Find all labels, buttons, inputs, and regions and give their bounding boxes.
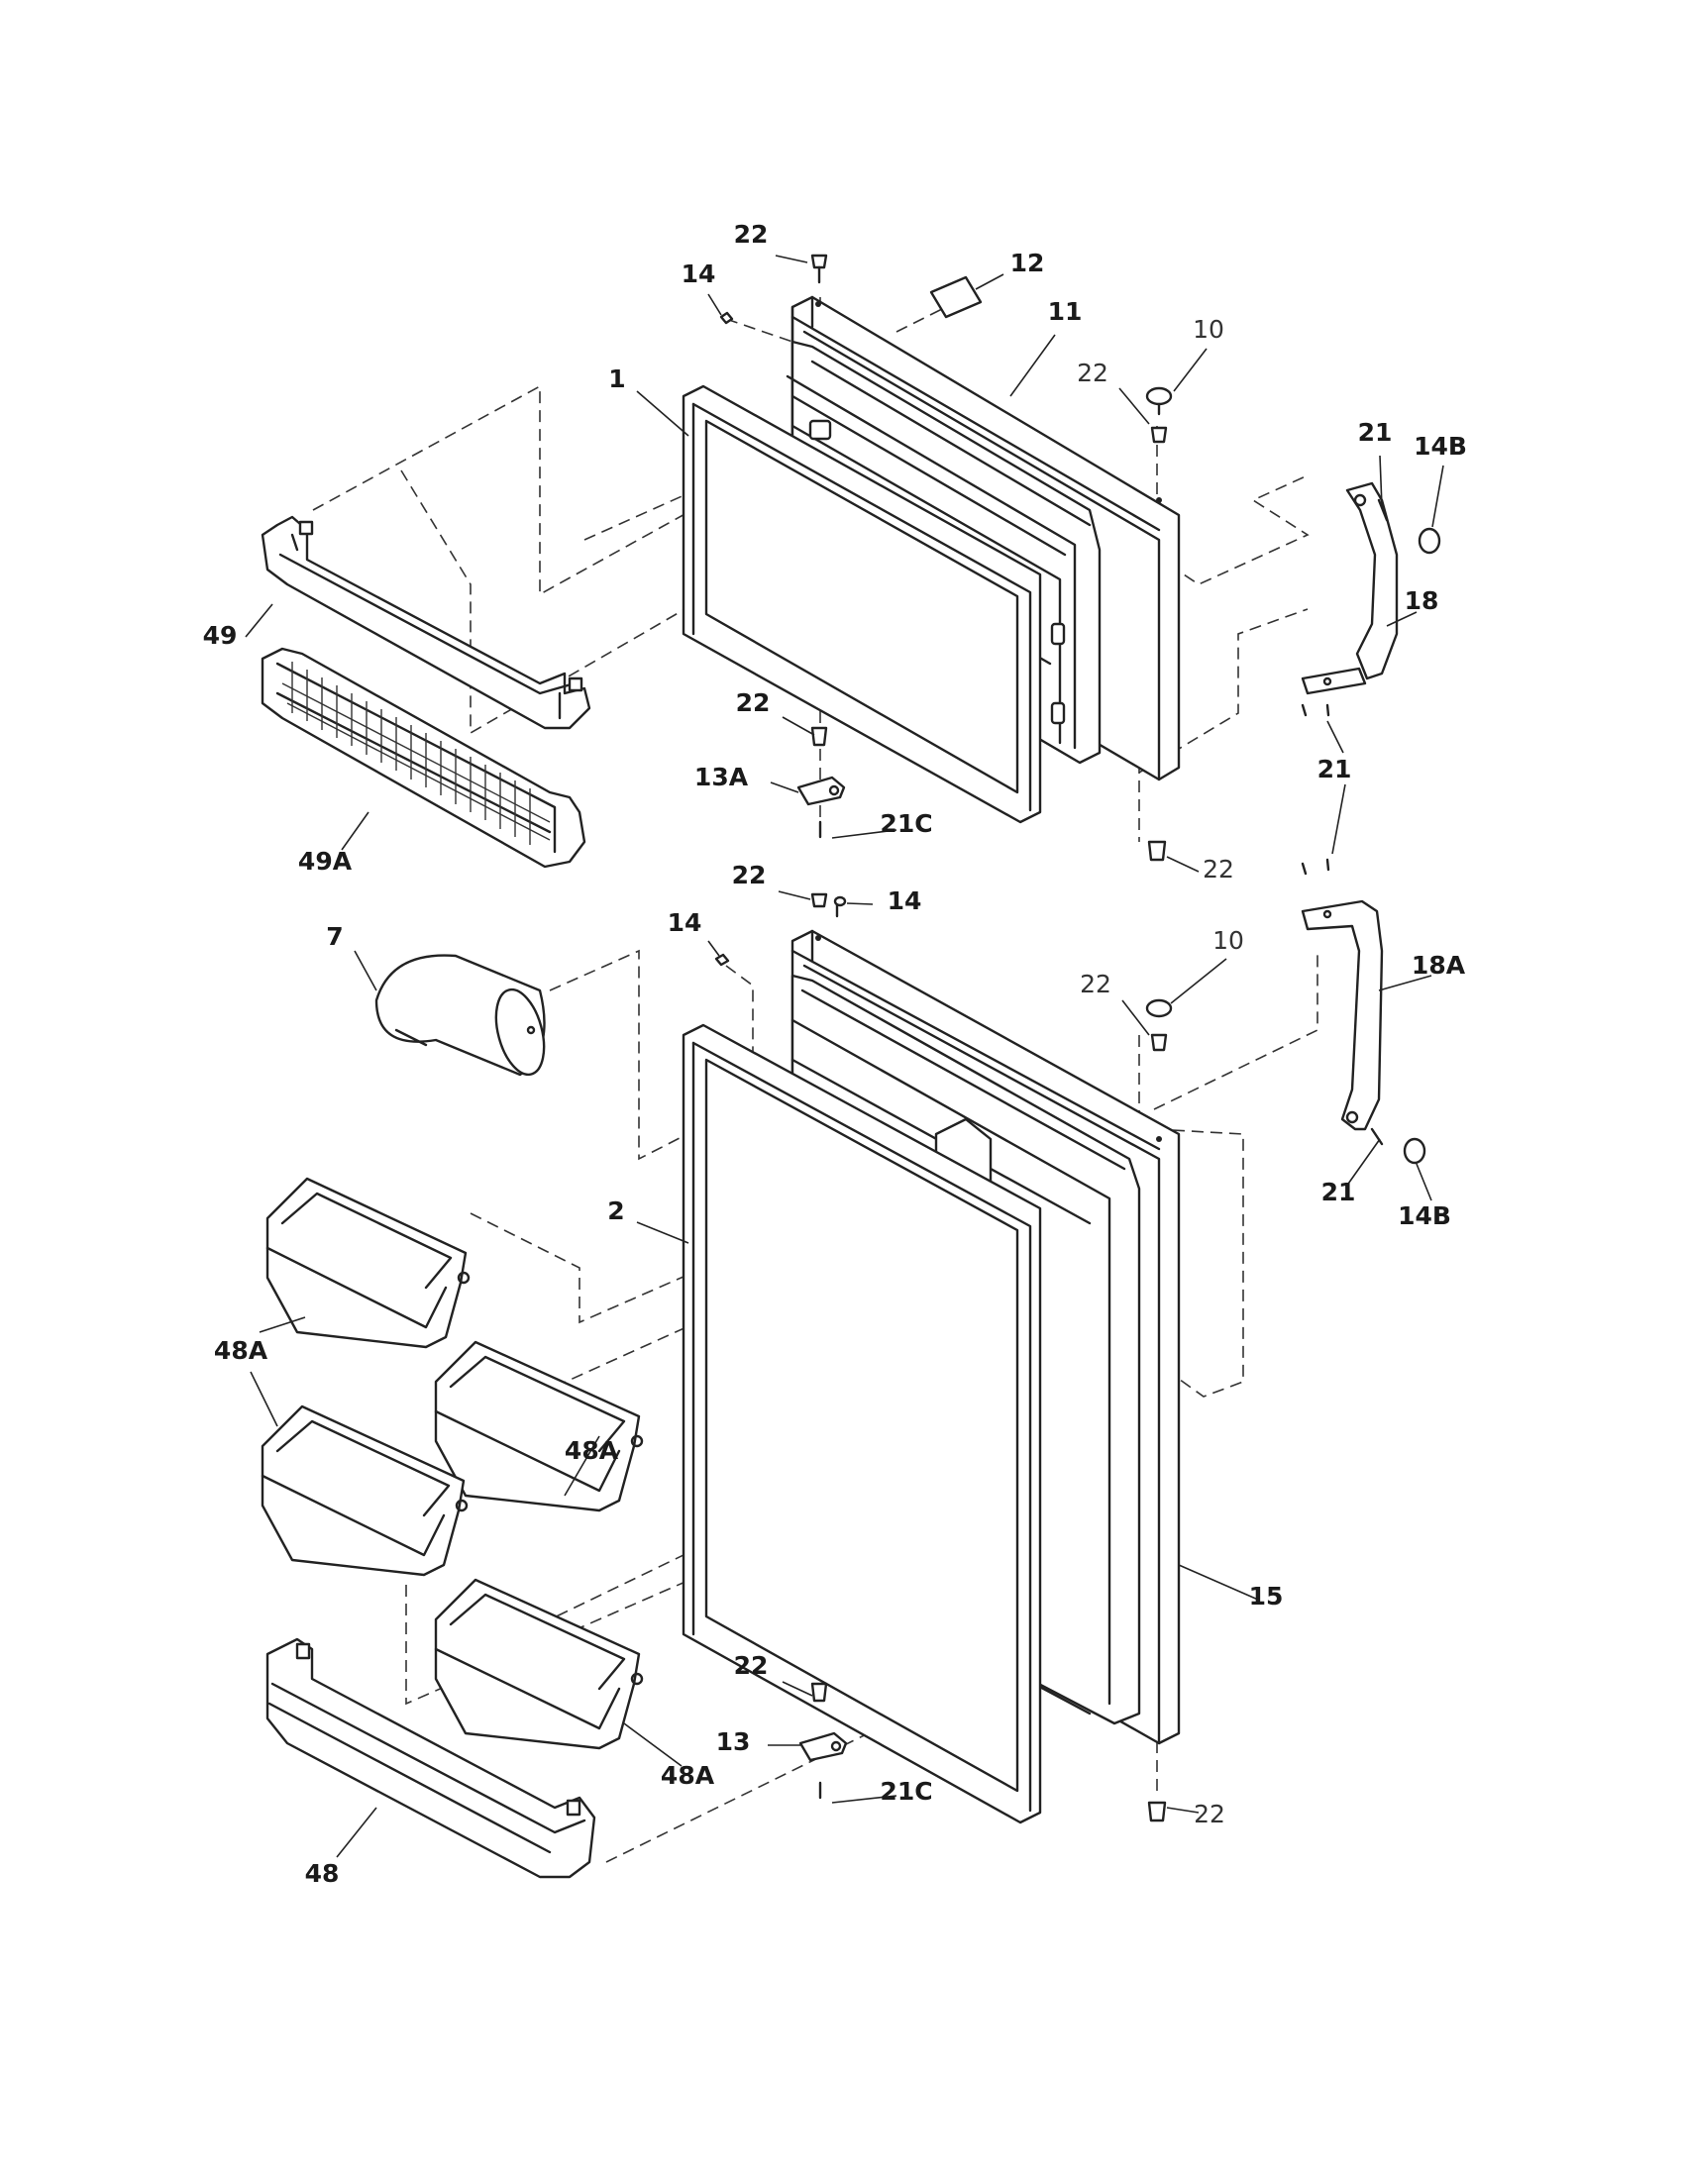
bottom-handle [1301,858,1426,1165]
bottom-fasteners [714,892,1173,1822]
callout-18: 18 [1405,586,1439,615]
dairy-cylinder-7 [374,954,546,1077]
callout-14: 14 [668,908,702,937]
callout-22: 22 [734,1651,769,1680]
callout-22: 22 [1080,970,1111,998]
callout-2: 2 [607,1196,624,1225]
callout-21: 21 [1321,1178,1356,1206]
top-handle [1301,481,1441,717]
callout-22: 22 [732,861,767,889]
callout-21: 21 [1317,755,1352,783]
callout-48: 48 [305,1859,340,1888]
label-plate [929,275,983,319]
callout-13: 13 [716,1727,751,1756]
callout-10: 10 [1193,315,1224,344]
callout-10: 10 [1212,926,1244,955]
callout-14b: 14B [1398,1201,1451,1230]
bottom-door-gasket [682,1023,1042,1824]
callout-49a: 49A [298,847,353,876]
shelf-48 [265,1637,596,1879]
callout-21c: 21C [880,1777,932,1806]
callout-48a: 48A [661,1761,715,1790]
callout-22: 22 [1194,1800,1225,1828]
callout-21: 21 [1358,418,1393,447]
door-bins-48A [261,1177,644,1750]
callout-48a: 48A [214,1336,268,1365]
callout-7: 7 [326,922,343,951]
callout-22: 22 [734,220,769,249]
callout-15: 15 [1249,1582,1284,1611]
wire-basket-49A [261,647,586,869]
callout-21c: 21C [880,809,932,838]
callout-11: 11 [1048,297,1083,326]
top-fasteners [719,254,1173,862]
shelf-49 [261,515,591,730]
callout-22: 22 [1203,855,1234,884]
callout-18a: 18A [1412,951,1466,980]
callout-49: 49 [203,621,238,650]
callout-22: 22 [736,688,771,717]
callout-14b: 14B [1414,432,1467,461]
callout-22: 22 [1077,359,1108,387]
callout-14: 14 [888,886,922,915]
callout-1: 1 [608,364,625,393]
callout-48a: 48A [565,1436,619,1465]
leader-lines [245,255,1444,1858]
callout-14: 14 [682,260,716,288]
callout-12: 12 [1010,249,1045,277]
top-door-gasket [682,384,1042,824]
callout-13a: 13A [694,763,749,791]
